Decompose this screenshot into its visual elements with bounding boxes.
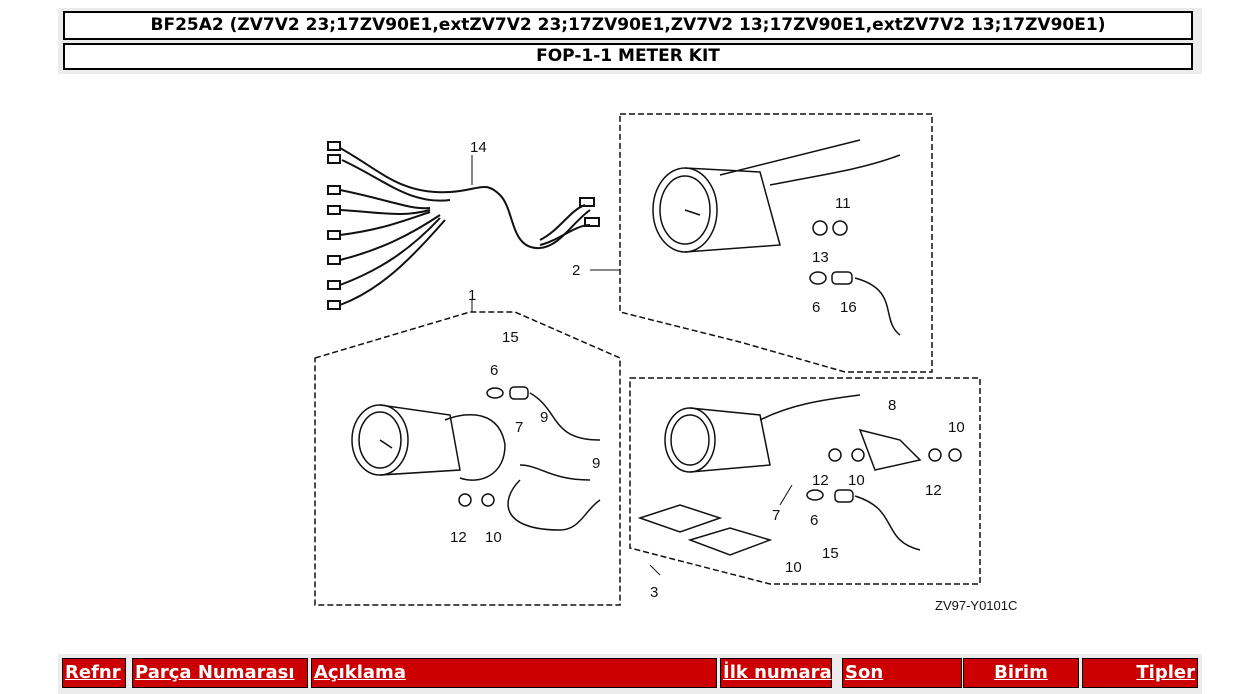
header-panel: BF25A2 (ZV7V2 23;17ZV90E1,extZV7V2 23;17… (58, 8, 1202, 74)
ref-label-4: 14 (470, 139, 487, 156)
col-part-number: Parça Numarası (132, 658, 308, 688)
ref-label-2: 2 (572, 262, 580, 279)
diagram-code: ZV97-Y0101C (935, 598, 1017, 613)
ref-label-10: 10 (785, 559, 802, 576)
sort-refnr-link[interactable]: Refnr (65, 662, 121, 683)
ref-label-16b: 15 (822, 545, 839, 562)
meter-3-parts (806, 448, 962, 551)
meter-1-parts (458, 386, 601, 531)
ref-label-11: 11 (835, 195, 851, 212)
ref-label-7a: 7 (515, 419, 523, 436)
ref-label-14c: 12 (925, 482, 942, 499)
ref-label-12a: 10 (485, 529, 502, 546)
ref-labels: 14 2 1 11 13 6 16 15 6 7 9 9 12 10 8 10 … (450, 139, 1017, 613)
col-first-number: İlk numara (720, 658, 832, 688)
ref-label-6a: 6 (812, 299, 820, 316)
sort-part-number-link[interactable]: Parça Numarası (135, 662, 295, 683)
col-last: Son (842, 658, 962, 688)
ref-label-15: 16 (840, 299, 857, 316)
meter-gauge-3 (664, 394, 922, 473)
panel-outline-meter-2 (619, 113, 933, 373)
col-description: Açıklama (311, 658, 717, 688)
model-title: BF25A2 (ZV7V2 23;17ZV90E1,extZV7V2 23;17… (63, 11, 1193, 40)
ref-label-1: 1 (468, 287, 476, 304)
ref-label-12c: 10 (848, 472, 865, 489)
ref-label-13: 13 (812, 249, 829, 266)
ref-label-3: 3 (650, 584, 658, 601)
wire-harness (327, 141, 600, 310)
ref-label-9a: 9 (540, 409, 548, 426)
sort-first-number-link[interactable]: İlk numara (723, 662, 832, 683)
ref-label-12b: 10 (948, 419, 965, 436)
sort-description-link[interactable]: Açıklama (314, 662, 406, 683)
parts-table-header: Refnr Parça Numarası Açıklama İlk numara… (58, 654, 1202, 694)
meter-gauge-1 (351, 404, 506, 481)
sort-types-link[interactable]: Tipler (1136, 662, 1195, 683)
ref-label-16a: 15 (502, 329, 519, 346)
ref-label-7b: 7 (772, 507, 780, 524)
ref-label-9b: 9 (592, 455, 600, 472)
col-unit: Birim (963, 658, 1079, 688)
ref-label-14a: 12 (450, 529, 467, 546)
sort-last-link[interactable]: Son (845, 662, 884, 683)
col-types: Tipler (1082, 658, 1198, 688)
leader-lines (471, 155, 793, 576)
section-title: FOP-1-1 METER KIT (63, 43, 1193, 70)
sort-unit-link[interactable]: Birim (994, 662, 1048, 683)
ref-label-14b: 12 (812, 472, 829, 489)
meter-gauge-2 (652, 139, 901, 253)
ref-label-8: 8 (888, 397, 896, 414)
ref-label-6b: 6 (490, 362, 498, 379)
ref-label-6c: 6 (810, 512, 818, 529)
owner-manuals (637, 504, 773, 556)
col-refnr: Refnr (62, 658, 126, 688)
panel-outline-meter-3 (629, 377, 981, 585)
meter-2-parts (809, 220, 901, 336)
parts-diagram: 14 2 1 11 13 6 16 15 6 7 9 9 12 10 8 10 … (314, 113, 1017, 613)
panel-outline-meter-1 (314, 311, 621, 606)
